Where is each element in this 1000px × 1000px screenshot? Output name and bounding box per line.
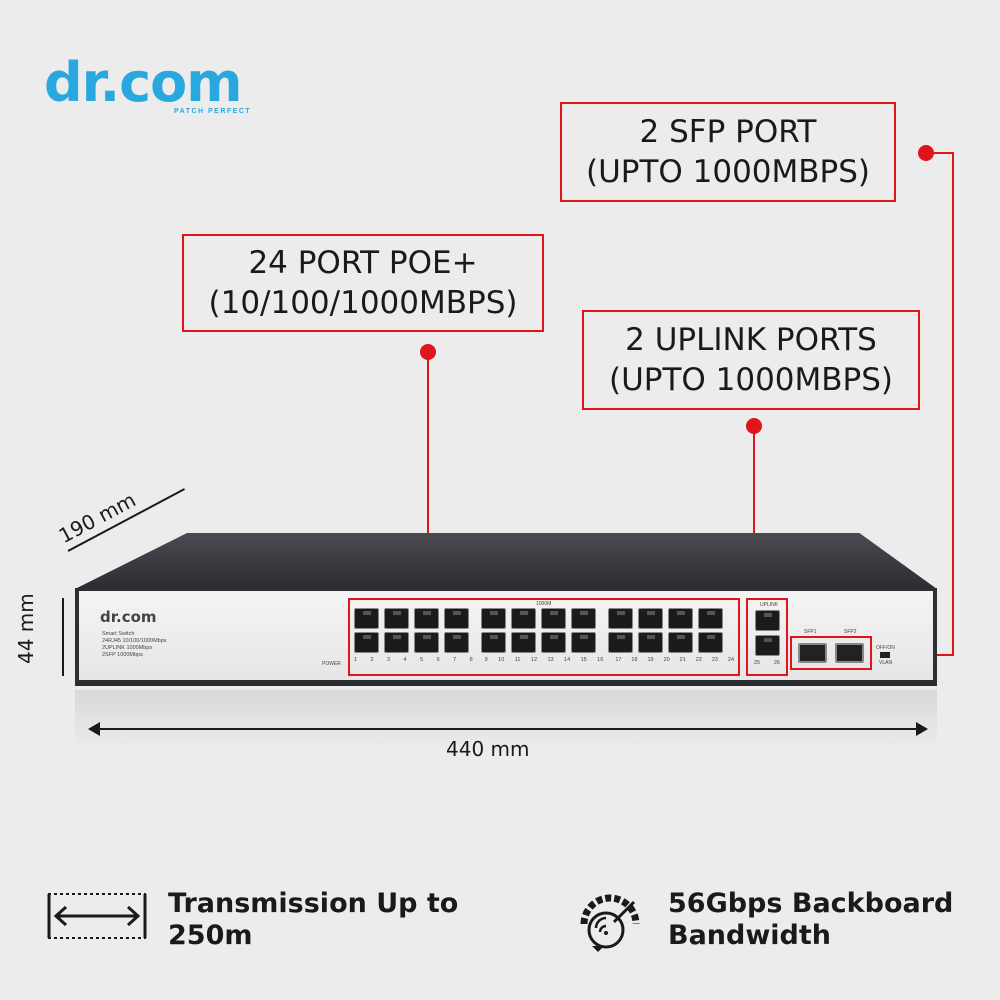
sfp-label: SFP1 — [804, 629, 817, 635]
callout-uplink-leader — [753, 426, 755, 598]
feature-bandwidth: 56Gbps Backboard Bandwidth — [668, 888, 953, 952]
callout-poe-leader — [427, 352, 429, 598]
distance-arrow-icon — [46, 890, 148, 942]
rj45-port[interactable] — [571, 632, 596, 653]
switch-reflection — [75, 690, 937, 750]
rj45-port[interactable] — [668, 632, 693, 653]
callout-poe-line2: (10/100/1000MBPS) — [208, 285, 518, 321]
height-arrow — [62, 598, 64, 676]
rj45-port[interactable] — [638, 608, 663, 629]
rj45-port[interactable] — [414, 608, 439, 629]
rj45-port[interactable] — [354, 608, 379, 629]
rj45-port[interactable] — [384, 608, 409, 629]
callout-sfp: 2 SFP PORT (UPTO 1000MBPS) — [560, 102, 896, 202]
vlan-label: VLAN — [879, 660, 893, 666]
width-arrow-right-head — [916, 722, 928, 736]
switch-spec-line: 2SFP 1000Mbps — [102, 652, 143, 658]
callout-sfp-leader-h — [926, 152, 954, 154]
rj45-port[interactable] — [354, 632, 379, 653]
sfp-port-block: SFP1 SFP2 — [790, 629, 872, 670]
callout-poe: 24 PORT POE+ (10/100/1000MBPS) — [182, 234, 544, 332]
switch-logo: dr.com — [100, 608, 157, 626]
callout-uplink-line1: 2 UPLINK PORTS — [625, 322, 877, 358]
feature-transmission: Transmission Up to 250m — [168, 888, 458, 952]
rj45-port[interactable] — [668, 608, 693, 629]
switch-spec-text: Smart Switch 24RJ45 10/100/1000Mbps 2UPL… — [102, 631, 212, 659]
brand-logo: dr.com PATCH PERFECT — [44, 56, 274, 126]
callout-uplink: 2 UPLINK PORTS (UPTO 1000MBPS) — [582, 310, 920, 410]
rj45-port[interactable] — [541, 608, 566, 629]
callout-sfp-line2: (UPTO 1000MBPS) — [585, 154, 871, 190]
switch-spec-line: Smart Switch — [102, 631, 135, 637]
callout-sfp-line1: 2 SFP PORT — [639, 114, 817, 150]
rj45-port[interactable] — [511, 632, 536, 653]
rj45-port[interactable] — [444, 608, 469, 629]
sfp-port[interactable] — [835, 643, 864, 663]
callout-uplink-line2: (UPTO 1000MBPS) — [608, 362, 894, 398]
poe-port-block: 1000M — [348, 598, 740, 676]
callout-poe-line1: 24 PORT POE+ — [248, 245, 478, 281]
rj45-port[interactable] — [384, 632, 409, 653]
rj45-port[interactable] — [414, 632, 439, 653]
feature-transmission-line1: Transmission Up to — [168, 888, 459, 919]
group-label: 1000M — [536, 601, 552, 607]
rj45-port[interactable] — [444, 632, 469, 653]
rj45-port[interactable] — [571, 608, 596, 629]
uplink-label: UPLINK — [760, 602, 779, 608]
vlan-toggle[interactable] — [880, 652, 890, 658]
rj45-port[interactable] — [608, 608, 633, 629]
switch-spec-line: 2UPLINK 1000Mbps — [102, 645, 153, 651]
rj45-port[interactable] — [608, 632, 633, 653]
switch-top-panel — [75, 533, 937, 589]
width-arrow-left-head — [88, 722, 100, 736]
rj45-port[interactable] — [511, 608, 536, 629]
rj45-port[interactable] — [481, 632, 506, 653]
rj45-port[interactable] — [481, 608, 506, 629]
brand-tagline: PATCH PERFECT — [174, 108, 252, 115]
uplink-port[interactable] — [754, 610, 780, 631]
width-arrow — [90, 728, 926, 730]
switch-toggle-label: OFF/ON — [876, 645, 895, 651]
width-dimension: 440 mm — [446, 737, 530, 761]
uplink-port[interactable] — [754, 635, 780, 656]
rj45-port[interactable] — [541, 632, 566, 653]
feature-transmission-line2: 250m — [168, 920, 253, 951]
rj45-port[interactable] — [698, 608, 723, 629]
feature-bandwidth-line1: 56Gbps Backboard — [668, 888, 954, 919]
brand-logo-text: dr.com — [44, 51, 242, 114]
power-label: POWER — [322, 661, 341, 667]
rj45-port[interactable] — [698, 632, 723, 653]
sfp-label: SFP2 — [844, 629, 857, 635]
sfp-port[interactable] — [798, 643, 827, 663]
rj45-port[interactable] — [638, 632, 663, 653]
speedometer-icon — [574, 880, 646, 952]
callout-sfp-leader-v — [952, 152, 954, 656]
height-dimension: 44 mm — [14, 593, 38, 664]
feature-bandwidth-line2: Bandwidth — [668, 920, 832, 951]
switch-spec-line: 24RJ45 10/100/1000Mbps — [102, 638, 167, 644]
